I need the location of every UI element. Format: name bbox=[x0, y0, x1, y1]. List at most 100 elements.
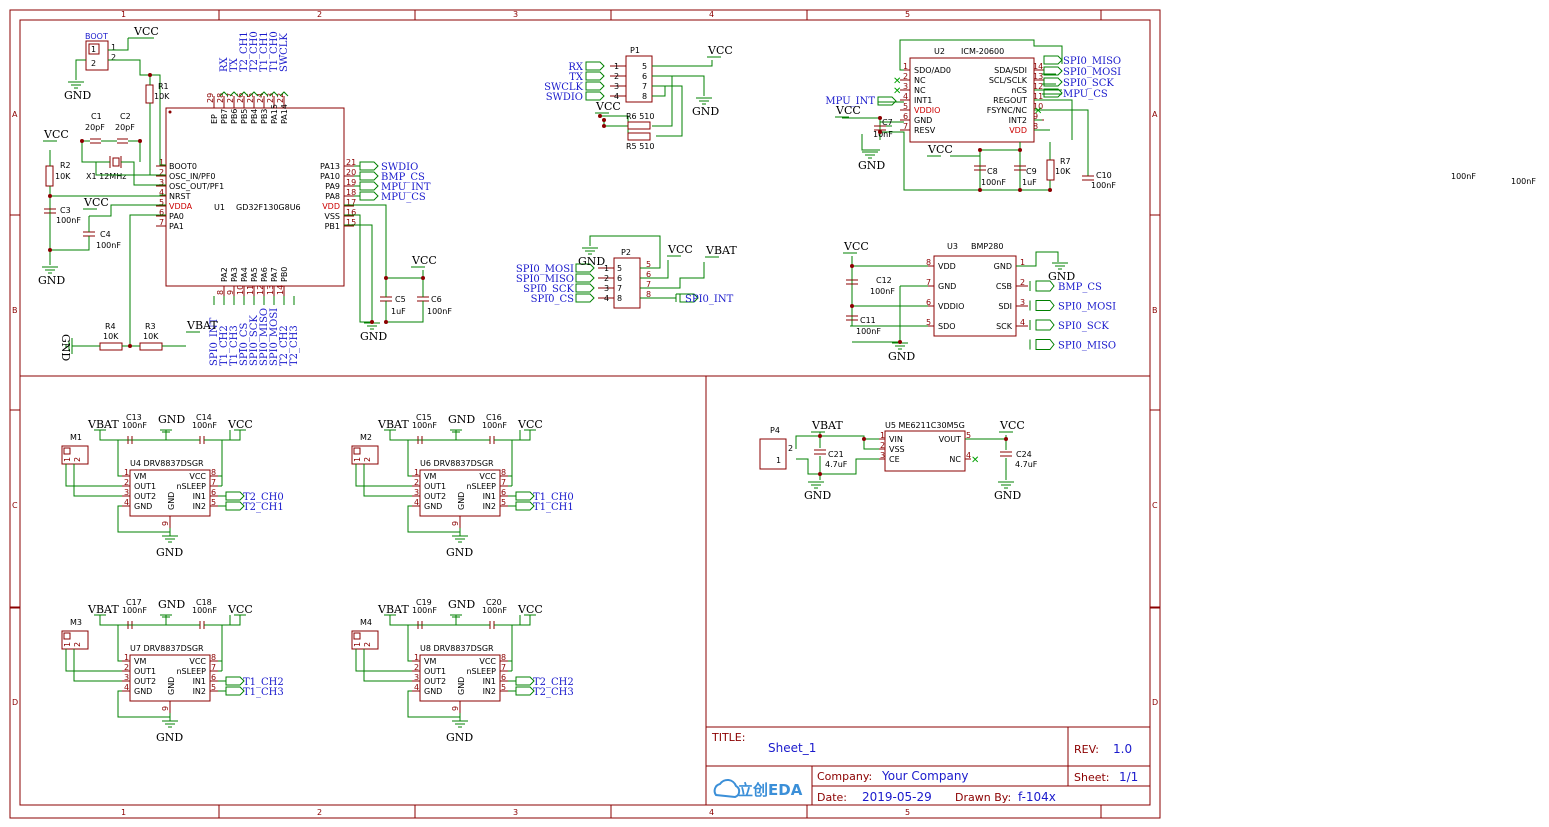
pin-number: 18 bbox=[346, 188, 356, 197]
gnd-label: GND bbox=[448, 598, 475, 611]
svg-text:C4: C4 bbox=[100, 230, 111, 239]
pin-number: 26 bbox=[236, 93, 245, 103]
junction-dot bbox=[421, 276, 425, 280]
junction-dot bbox=[1048, 188, 1052, 192]
pin-name: VOUT bbox=[939, 435, 961, 444]
pin-number: 7 bbox=[501, 478, 506, 487]
svg-text:1: 1 bbox=[91, 45, 96, 54]
c2-capacitor[interactable]: C2 20pF bbox=[81, 112, 141, 163]
c9-capacitor[interactable]: C9 1uF bbox=[1014, 165, 1037, 187]
r2-resistor[interactable]: R2 10K bbox=[45, 150, 71, 215]
pin-name: NC bbox=[914, 86, 926, 95]
motor-ref: M4 bbox=[360, 618, 372, 627]
net-label: T2_CH0 bbox=[243, 492, 284, 503]
svg-text:2: 2 bbox=[91, 59, 96, 68]
net-label-t2_ch3: T2_CH3 bbox=[289, 325, 300, 366]
pin-name: VM bbox=[134, 657, 146, 666]
pin-name: GND bbox=[424, 687, 442, 696]
net-flag bbox=[219, 91, 229, 97]
c11-capacitor[interactable]: C11 100nF bbox=[846, 315, 881, 336]
pin-number: 11 bbox=[1033, 92, 1043, 101]
c3-capacitor[interactable]: C3 100nF bbox=[44, 194, 166, 265]
pin-number: 4 bbox=[124, 498, 129, 507]
pin-number: 2 bbox=[124, 663, 129, 672]
net-label-t1_ch1: T1_CH1 bbox=[259, 31, 270, 72]
r7-resistor[interactable]: R7 10K bbox=[1046, 157, 1071, 181]
cap-ref: C17 bbox=[126, 598, 142, 607]
pin-name: VM bbox=[424, 472, 436, 481]
net-flag bbox=[575, 263, 595, 273]
r3-resistor[interactable]: R3 10K bbox=[72, 214, 186, 351]
pin-number: 1 bbox=[414, 468, 419, 477]
pin-number: 16 bbox=[346, 208, 356, 217]
net-label-t1_ch3: T1_CH3 bbox=[229, 325, 240, 366]
pin-number: 2 bbox=[159, 168, 164, 177]
pin-number: 5 bbox=[642, 62, 647, 71]
svg-text:1uF: 1uF bbox=[391, 307, 406, 316]
gnd-label: GND bbox=[446, 546, 473, 559]
pin-number: 9 bbox=[226, 290, 235, 295]
pin-name: PA0 bbox=[169, 212, 184, 221]
connector-p2[interactable]: P2 1SPI0_MOSI2SPI0_MISO3SPI0_SCK4SPI0_CS… bbox=[516, 235, 734, 309]
pin-square bbox=[63, 632, 71, 640]
net-label-spi0_int: SPI0_INT bbox=[209, 317, 220, 366]
pin-number: 3 bbox=[159, 178, 164, 187]
c21-capacitor[interactable]: C21 4.7uF bbox=[814, 449, 848, 469]
pin-number: 1 bbox=[124, 468, 129, 477]
svg-text:✕: ✕ bbox=[971, 455, 979, 466]
column-label-bottom: 2 bbox=[317, 808, 322, 817]
pin-number: 2 bbox=[363, 457, 372, 462]
c24-capacitor[interactable]: C24 4.7uF bbox=[1000, 450, 1038, 469]
cap-ref: C13 bbox=[126, 413, 142, 422]
pin-number: 17 bbox=[346, 198, 356, 207]
gnd-symbol bbox=[160, 429, 172, 440]
power-wire bbox=[389, 430, 408, 441]
c5-capacitor[interactable]: C5 1uF bbox=[380, 295, 406, 316]
pin-name: SCL/SCLK bbox=[989, 76, 1028, 85]
pin-number: 3 bbox=[124, 673, 129, 682]
cap-value: 100nF bbox=[122, 606, 147, 615]
row-label-right: C bbox=[1152, 501, 1158, 510]
c4-capacitor[interactable]: C4 100nF bbox=[50, 204, 166, 251]
c10-capacitor[interactable]: C10 100nF bbox=[1082, 171, 1116, 190]
svg-text:1uF: 1uF bbox=[1022, 178, 1037, 187]
net-label: SPI0_MOSI bbox=[1063, 67, 1121, 78]
pin-name: PA1 bbox=[169, 222, 184, 231]
net-flag bbox=[877, 96, 897, 106]
pin-name: SCK bbox=[996, 322, 1013, 331]
net-label-tx: TX bbox=[229, 57, 240, 72]
pin-number: 6 bbox=[501, 488, 506, 497]
svg-text:C1: C1 bbox=[91, 112, 102, 121]
pin-name: INT1 bbox=[914, 96, 932, 105]
c12-capacitor[interactable]: C12 100nF bbox=[846, 276, 895, 296]
net-flag bbox=[259, 91, 269, 97]
pin-number: 7 bbox=[903, 122, 908, 131]
junction-dot bbox=[384, 276, 388, 280]
power-wire bbox=[389, 615, 408, 626]
net-label: SPI0_MOSI bbox=[1058, 302, 1116, 313]
net-label-spi0_cs: SPI0_CS bbox=[239, 322, 250, 366]
vbat-label: VBAT bbox=[87, 418, 119, 431]
pin-name: SDA/SDI bbox=[994, 66, 1027, 75]
pin-name: IN2 bbox=[483, 687, 496, 696]
crystal-x1[interactable]: X1 12MHz bbox=[86, 156, 166, 186]
no-connect-mark: ✕ bbox=[893, 86, 901, 97]
svg-text:10K: 10K bbox=[103, 332, 119, 341]
c8-capacitor[interactable]: C8 100nF bbox=[974, 165, 1006, 187]
pin-name: PB0 bbox=[280, 267, 289, 282]
pin-number: 24 bbox=[256, 93, 265, 103]
c7-capacitor[interactable]: C7 10nF bbox=[873, 118, 893, 139]
vcc-label: VCC bbox=[517, 603, 543, 616]
c1-capacitor[interactable]: C1 20pF bbox=[85, 112, 105, 144]
pin-number: 6 bbox=[642, 72, 647, 81]
r4-resistor[interactable]: R4 10K bbox=[99, 322, 123, 351]
